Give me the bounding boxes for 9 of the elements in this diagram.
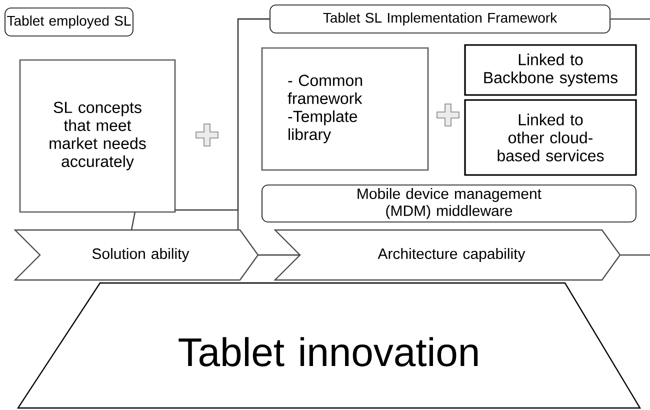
text-box: Linked to other cloud-based services — [464, 99, 637, 176]
label-box: Tablet SL Implementation Framework — [270, 4, 610, 34]
connector-line — [130, 212, 136, 230]
text-box: SL concepts that meet market needs accurately — [19, 59, 176, 213]
text-box: - Common framework -Template library — [261, 47, 429, 171]
text-box: Linked to Backbone systems — [464, 44, 637, 96]
connector-line — [237, 18, 270, 230]
label-box: Mobile device management (MDM) middleware — [262, 184, 636, 222]
label-box: Tablet employed SL — [4, 8, 134, 36]
